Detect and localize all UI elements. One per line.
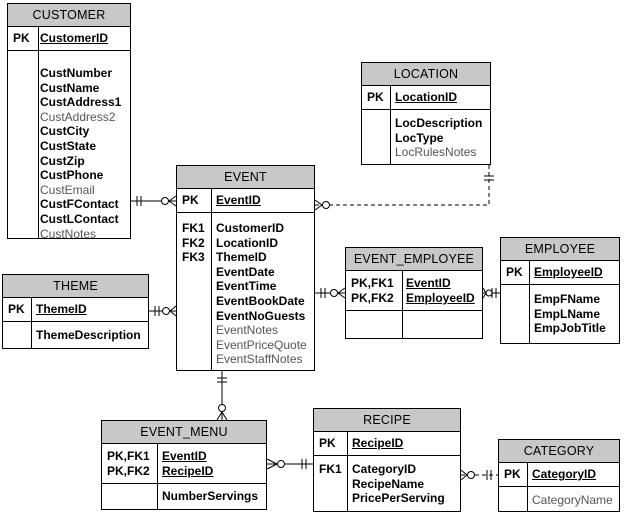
attribute: CustZip: [40, 153, 85, 168]
relationship-event-eventemployee: [315, 287, 346, 299]
category-entity[interactable]: CATEGORY PK CategoryID CategoryName: [498, 439, 620, 512]
attribute: CustName: [40, 80, 100, 95]
employee-entity[interactable]: EMPLOYEE PK EmployeeID EmpFName EmpLName…: [500, 237, 620, 344]
pk-label: PK: [182, 193, 199, 207]
entity-title: RECIPE: [314, 409, 460, 432]
entity-title: EVENT_EMPLOYEE: [346, 248, 482, 271]
pk-attribute: CustomerID: [40, 31, 109, 45]
relationship-employee-eventemployee: [482, 287, 500, 299]
event-entity[interactable]: EVENT PK EventID FK1 FK2 FK3 CustomerID …: [176, 165, 315, 371]
pk-attribute: CategoryID: [532, 467, 597, 481]
relationship-customer-event: [131, 195, 177, 207]
pk-attribute: EmployeeID: [406, 290, 475, 305]
attribute: CustAddress1: [40, 95, 122, 110]
fk-label: FK2: [182, 235, 205, 250]
entity-title: EVENT_MENU: [102, 421, 266, 444]
entity-title: LOCATION: [362, 63, 490, 86]
attribute: CustomerID: [216, 221, 285, 235]
attribute: EventTime: [216, 279, 277, 294]
attribute: LocRulesNotes: [395, 145, 477, 160]
fk-label: FK1: [182, 221, 205, 235]
theme-entity[interactable]: THEME PK ThemeID ThemeDescription: [2, 274, 149, 349]
attribute: LocType: [395, 130, 444, 145]
pk-label: PK: [367, 90, 384, 104]
pk-label: PK: [13, 31, 30, 45]
relationship-theme-event: [149, 305, 177, 317]
entity-title: EMPLOYEE: [501, 238, 619, 261]
attribute: CategoryID: [352, 462, 417, 476]
attribute: RecipeName: [352, 476, 425, 491]
attribute: CustNotes: [40, 226, 97, 241]
relationship-category-recipe: [460, 469, 498, 481]
fk-label: FK3: [182, 250, 205, 265]
pk-attribute: EventID: [406, 276, 451, 290]
attribute: CustPhone: [40, 168, 104, 183]
attribute: PricePerServing: [352, 491, 445, 506]
attribute: NumberServings: [162, 489, 259, 503]
attribute: EmpFName: [534, 292, 601, 306]
attribute: LocDescription: [395, 116, 483, 130]
pk-attribute: LocationID: [395, 90, 457, 104]
pk-label: PK,FK1 PK,FK2: [107, 449, 150, 478]
attribute: EventDate: [216, 264, 275, 279]
entity-title: CATEGORY: [499, 440, 619, 463]
attribute: EmpJobTitle: [534, 321, 606, 336]
attribute: EmpLName: [534, 306, 601, 321]
pk-attribute: EmployeeID: [534, 265, 603, 279]
event-employee-entity[interactable]: EVENT_EMPLOYEE PK,FK1 PK,FK2 EventID Emp…: [345, 247, 483, 339]
event-menu-entity[interactable]: EVENT_MENU PK,FK1 PK,FK2 EventID RecipeI…: [101, 420, 267, 510]
attribute: EventNotes: [216, 323, 279, 338]
pk-label: PK,FK1 PK,FK2: [351, 276, 394, 305]
relationship-recipe-eventmenu: [266, 458, 313, 470]
entity-title: CUSTOMER: [8, 4, 130, 27]
pk-attribute: RecipeID: [162, 463, 214, 478]
pk-label: PK: [319, 436, 336, 450]
customer-entity[interactable]: CUSTOMER PK CustomerID CustNumber CustNa…: [7, 3, 131, 241]
relationship-event-eventmenu: [216, 371, 228, 421]
pk-attribute: RecipeID: [352, 436, 404, 450]
pk-attribute: ThemeID: [36, 302, 87, 316]
pk-label: PK: [506, 265, 523, 279]
entity-title: THEME: [3, 275, 148, 298]
location-entity[interactable]: LOCATION PK LocationID LocDescription Lo…: [361, 62, 491, 165]
pk-label: PK: [504, 467, 521, 481]
fk-label: FK1: [319, 462, 342, 476]
pk-label: PK: [8, 302, 25, 316]
attribute: CustLContact: [40, 211, 119, 226]
attribute: CustCity: [40, 124, 90, 139]
attribute: CustState: [40, 138, 97, 153]
attribute: CustAddress2: [40, 109, 116, 124]
recipe-entity[interactable]: RECIPE PK RecipeID FK1 CategoryID Recipe…: [313, 408, 461, 512]
pk-attribute: EventID: [216, 193, 261, 207]
attribute: CustNumber: [40, 66, 113, 80]
attribute: CategoryName: [532, 493, 613, 507]
attribute: EventPriceQuote: [216, 337, 307, 352]
attribute: EventBookDate: [216, 293, 305, 308]
attribute: CustFContact: [40, 197, 119, 212]
attribute: ThemeDescription: [36, 328, 141, 342]
attribute: EventStaffNotes: [216, 352, 303, 367]
attribute: EventNoGuests: [216, 308, 306, 323]
pk-attribute: EventID: [162, 449, 207, 463]
entity-title: EVENT: [177, 166, 314, 189]
relationship-location-event: [314, 165, 494, 211]
attribute: LocationID: [216, 235, 278, 250]
attribute: ThemeID: [216, 250, 267, 265]
attribute: CustEmail: [40, 182, 95, 197]
